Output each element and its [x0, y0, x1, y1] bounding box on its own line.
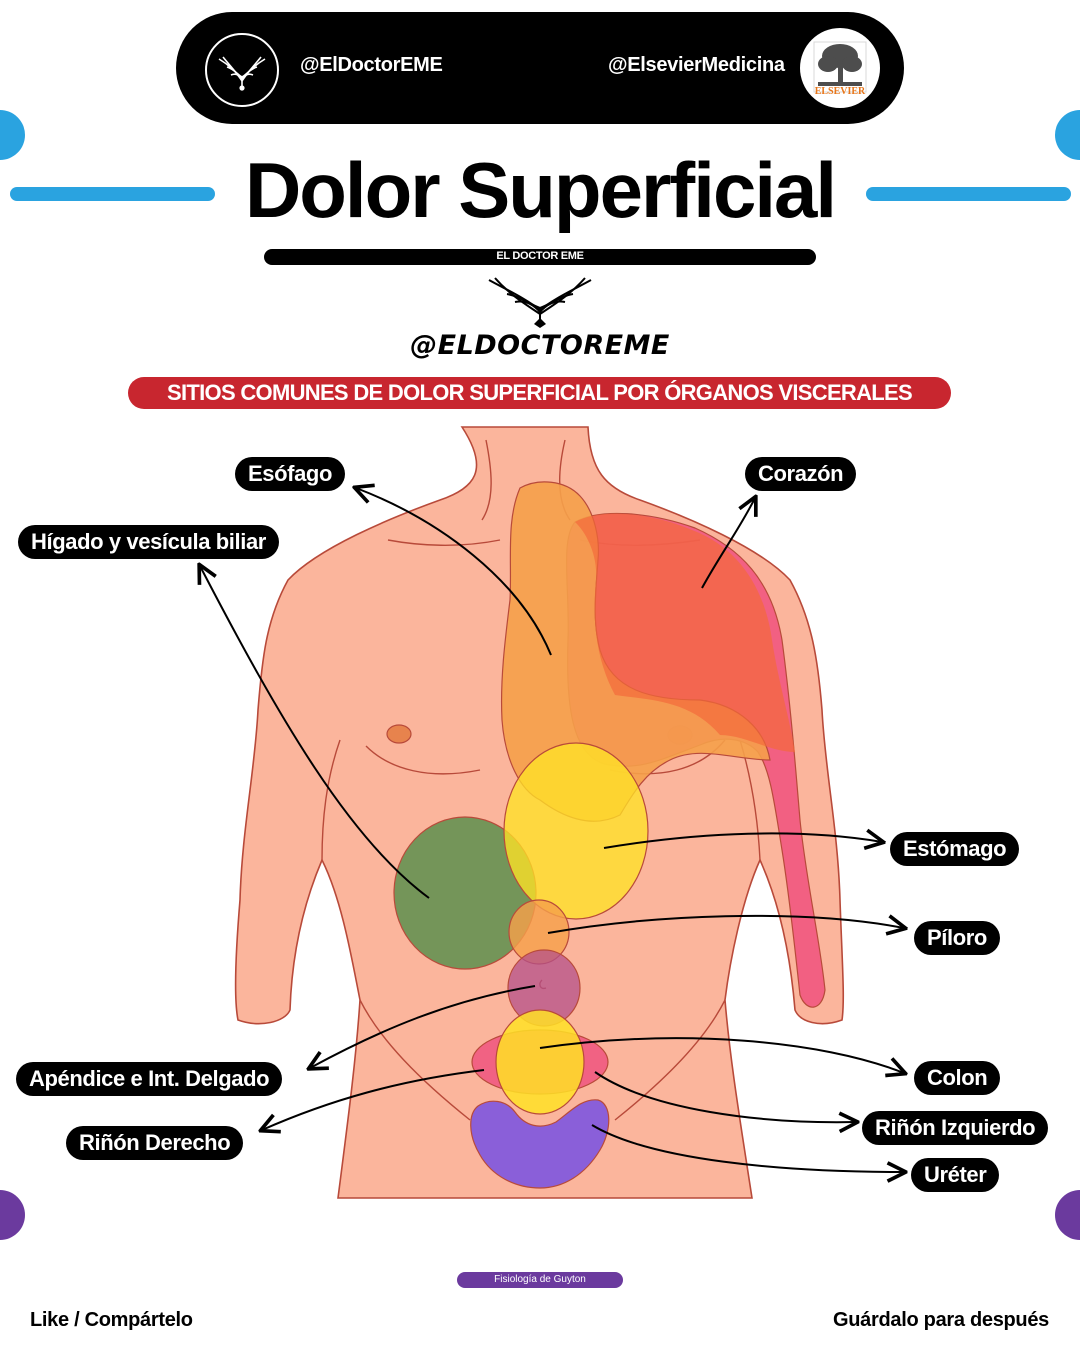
label-ureter: Uréter: [911, 1158, 1000, 1192]
pointer-arrows: [200, 488, 904, 1172]
source-badge: Fisiología de Guyton: [457, 1272, 623, 1288]
arrow-esofago: [356, 488, 552, 656]
label-higado: Hígado y vesícula biliar: [18, 525, 279, 559]
colon-zone: [495, 1009, 585, 1115]
header-bar: [176, 12, 904, 124]
label-corazon: Corazón: [745, 457, 857, 491]
title-line-right: [866, 187, 1071, 201]
handle-center: @ELDOCTOREME: [410, 330, 670, 361]
elsevier-wordmark: ELSEVIER: [814, 86, 866, 97]
arrow-rinon-derecho: [262, 1069, 485, 1130]
arrow-rinon-izquierdo: [594, 1071, 856, 1122]
arrow-higado: [200, 566, 430, 899]
arrow-piloro: [547, 916, 904, 933]
elsevier-logo[interactable]: ELSEVIER: [800, 28, 880, 108]
stomach-zone: [503, 742, 649, 920]
arrow-corazon: [701, 498, 755, 589]
ureter-zone: [470, 1099, 610, 1189]
footer-like-share[interactable]: Like / Compártelo: [30, 1309, 193, 1331]
label-apendice: Apéndice e Int. Delgado: [16, 1062, 283, 1096]
label-piloro: Píloro: [914, 921, 1000, 955]
label-rinon-izquierdo: Riñón Izquierdo: [862, 1111, 1049, 1145]
label-rinon-derecho: Riñón Derecho: [66, 1126, 244, 1160]
title-line-left: [10, 187, 215, 201]
eldoctoreme-emblem-icon: [485, 272, 595, 330]
label-estomago: Estómago: [890, 832, 1020, 866]
elsevier-tree-icon: [813, 41, 867, 93]
nipple-right: [386, 724, 412, 744]
title-underline-bar: [264, 249, 816, 265]
label-colon: Colon: [914, 1061, 1001, 1095]
arrow-estomago: [603, 833, 882, 848]
label-esofago: Esófago: [235, 457, 345, 491]
page-title: Dolor Superficial: [244, 146, 837, 234]
arrow-apendice: [310, 985, 536, 1068]
arrow-ureter: [591, 1124, 904, 1172]
diagram-subtitle: SITIOS COMUNES DE DOLOR SUPERFICIAL POR …: [128, 377, 951, 409]
handle-eldoctoreme[interactable]: @ElDoctorEME: [300, 54, 443, 76]
brand-caption: EL DOCTOR EME: [496, 250, 584, 262]
eldoctoreme-logo-icon[interactable]: [205, 33, 279, 107]
handle-elseviermedicina[interactable]: @ElsevierMedicina: [608, 54, 785, 76]
footer-save[interactable]: Guárdalo para después: [833, 1309, 1049, 1331]
arrow-colon: [539, 1037, 904, 1073]
heart-esophagus-overlap: [575, 513, 795, 752]
